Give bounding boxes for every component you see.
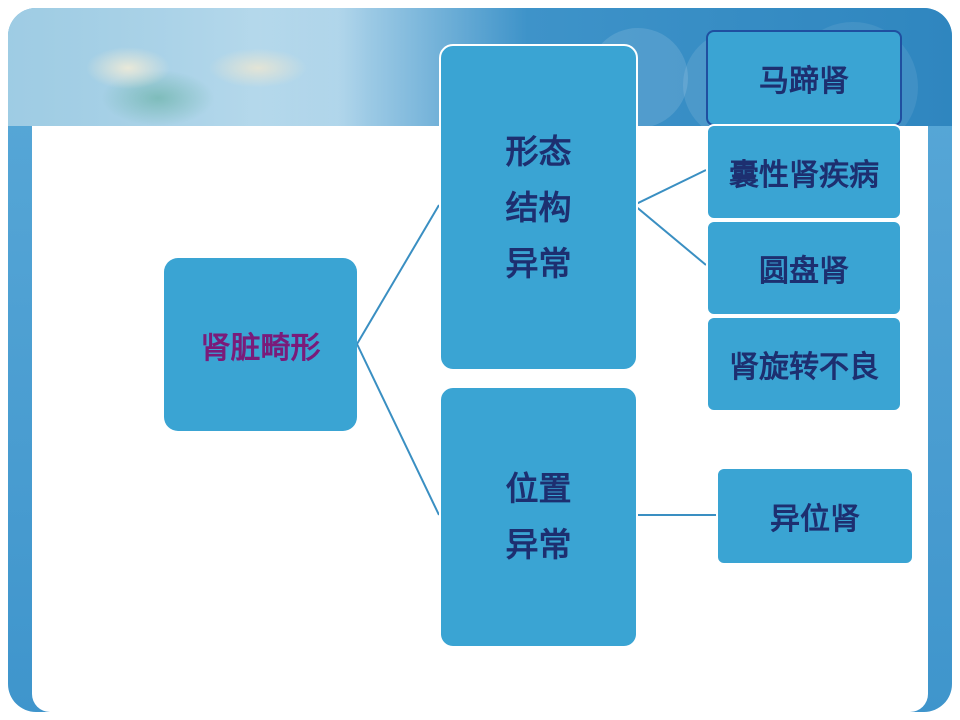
branch-node-line: 异常 [505,243,572,283]
surgery-photo [8,8,368,126]
root-node: 肾脏畸形 [164,258,357,431]
connector-branch1-leaf1 [633,169,707,206]
branch-node-position: 位置 异常 [439,386,638,648]
leaf-node-cystic-kidney-disease: 囊性肾疾病 [706,124,902,220]
branch-node-line: 结构 [505,187,572,227]
leaf-node-label: 马蹄肾 [759,64,849,99]
leaf-node-label: 肾旋转不良 [729,350,879,385]
connector-root-branch1 [356,204,440,345]
connector-root-branch2 [356,343,440,516]
root-node-label: 肾脏畸形 [200,330,321,366]
leaf-node-label: 异位肾 [770,502,860,537]
leaf-node-label: 囊性肾疾病 [729,158,879,193]
leaf-node-horseshoe-kidney: 马蹄肾 [706,30,902,126]
leaf-node-label: 圆盘肾 [759,254,849,289]
branch-node-line: 异常 [505,525,572,564]
connector-branch1-leaf2 [633,204,707,266]
leaf-node-disc-kidney: 圆盘肾 [706,220,902,316]
leaf-node-malrotation: 肾旋转不良 [706,316,902,412]
branch-node-line: 位置 [505,469,572,508]
leaf-node-ectopic-kidney: 异位肾 [716,467,914,565]
branch-node-line: 形态 [505,131,572,171]
branch-node-morphology: 形态 结构 异常 [439,44,638,371]
